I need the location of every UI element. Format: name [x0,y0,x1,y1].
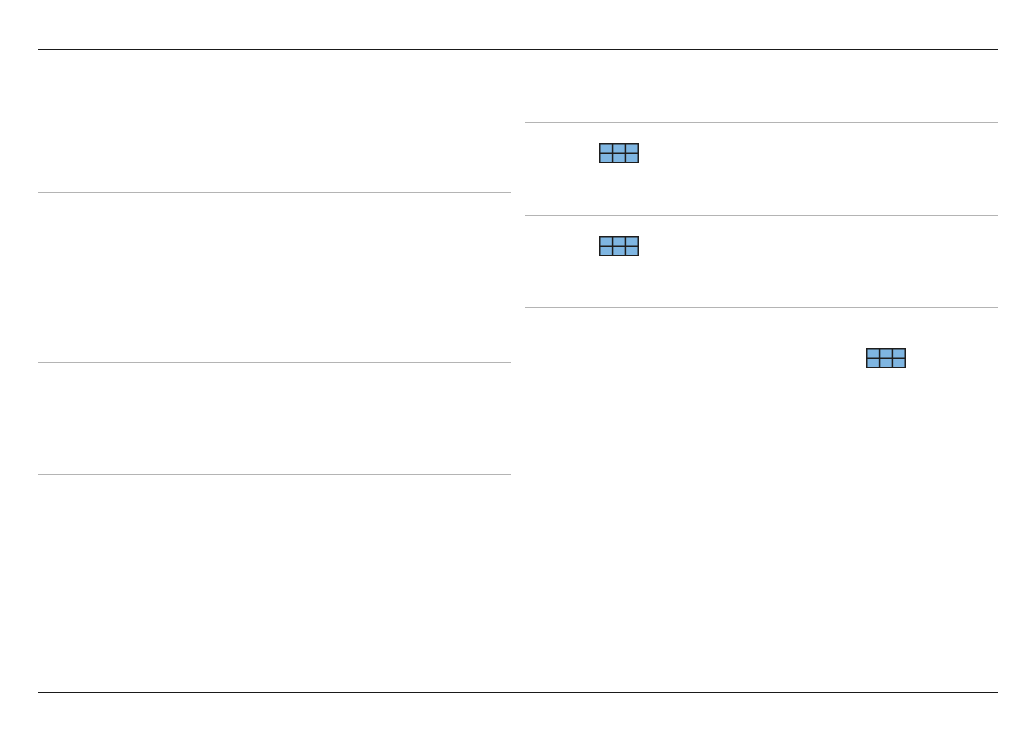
menu-key-icon [866,348,906,368]
menu-key-icon [599,143,639,163]
section-divider [525,307,998,308]
menu-key-icon [599,236,639,256]
section-divider [38,362,511,363]
section-divider [525,215,998,216]
section-divider [38,192,511,193]
section-divider [38,474,511,475]
header-rule [38,49,998,50]
footer-rule [38,692,998,693]
section-divider [525,122,998,123]
